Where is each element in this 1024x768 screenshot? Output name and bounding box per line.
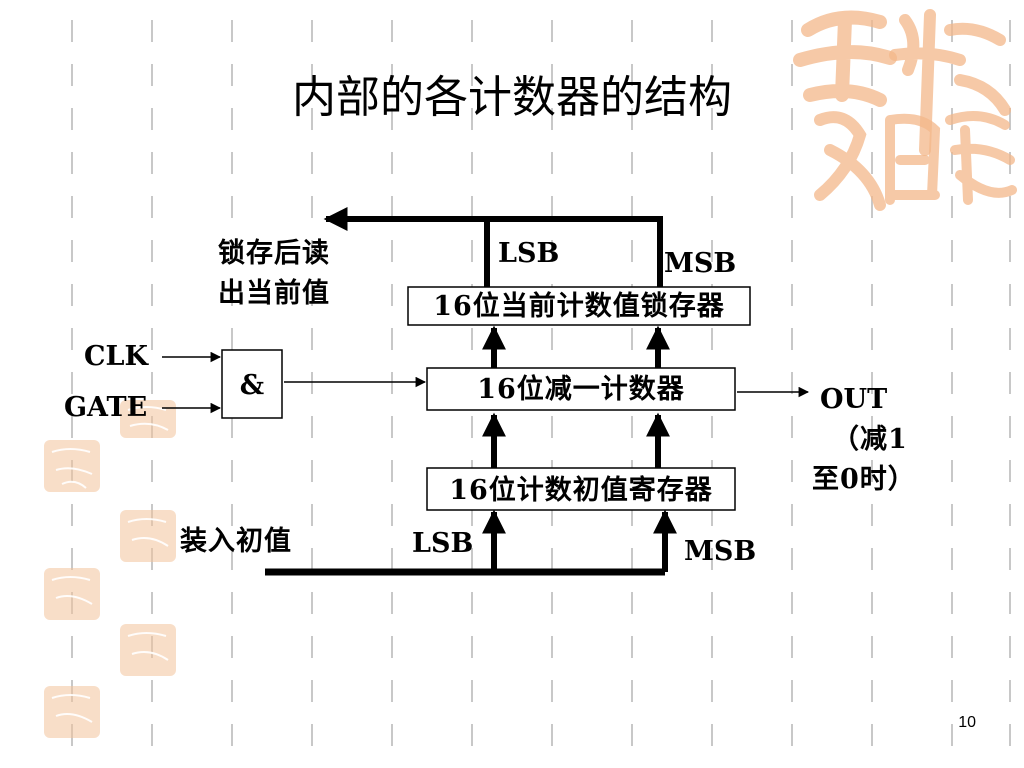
latch-box xyxy=(407,286,751,326)
decorative-seal-large xyxy=(793,9,1017,211)
init-register-box-label: 16位计数初值寄存器 xyxy=(449,474,713,506)
decorative-seal-small-6 xyxy=(44,686,100,738)
load-lsb-label: LSB xyxy=(412,528,473,559)
latch-output-bus xyxy=(484,216,663,287)
counter-box xyxy=(426,367,736,411)
gate-label: GATE xyxy=(64,392,147,423)
and-gate-label: & xyxy=(240,370,264,401)
load-msb-label: MSB xyxy=(684,536,756,567)
out-note-line2: 至0时） xyxy=(812,464,916,495)
decorative-seal-small-1 xyxy=(44,440,100,492)
load-initial-label: 装入初值 xyxy=(180,526,292,557)
decorative-seal-small-5 xyxy=(120,624,176,676)
out-note-line1: （减1 xyxy=(832,424,908,455)
latch-note-line1: 锁存后读 xyxy=(218,237,330,269)
out-label: OUT xyxy=(820,384,887,415)
and-gate-box xyxy=(221,349,283,419)
slide-title: 内部的各计数器的结构 xyxy=(292,72,732,123)
decorative-seal-small-4 xyxy=(44,568,100,620)
clk-label: CLK xyxy=(84,341,149,372)
decorative-seal-small-3 xyxy=(120,510,176,562)
decorative-seal-small-2 xyxy=(120,400,176,438)
latch-box-label: 16位当前计数值锁存器 xyxy=(433,290,725,322)
latch-lsb-label: LSB xyxy=(498,238,559,269)
latch-note-line2: 出当前值 xyxy=(218,277,330,309)
page-number: 10 xyxy=(958,714,976,731)
counter-box-label: 16位减一计数器 xyxy=(477,373,685,405)
init-register-box xyxy=(426,467,736,511)
latch-msb-label: MSB xyxy=(664,248,736,279)
